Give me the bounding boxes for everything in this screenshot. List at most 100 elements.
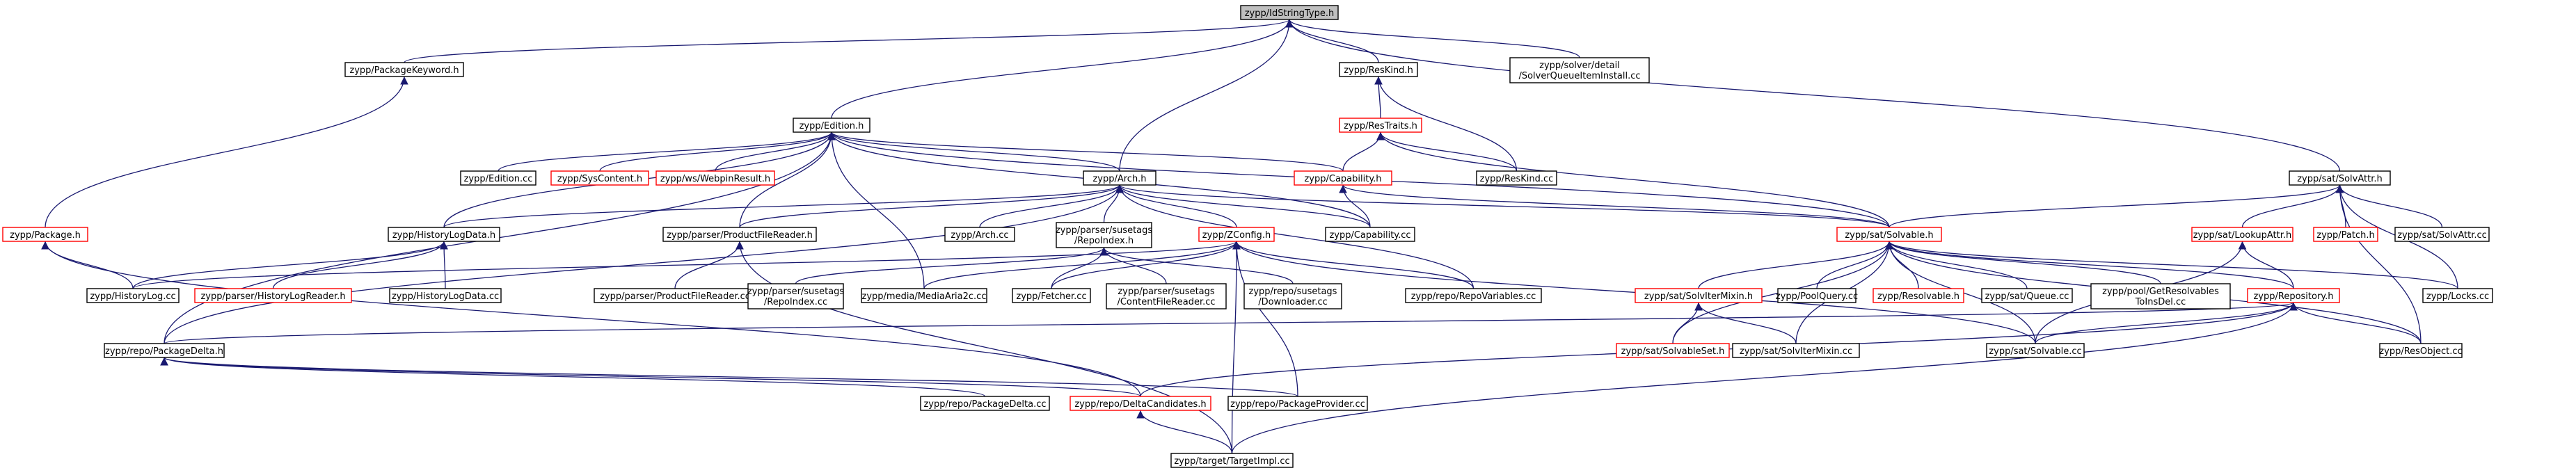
node-solvableset[interactable]: zypp/sat/SolvableSet.h: [1616, 343, 1730, 358]
node-zconfig[interactable]: zypp/ZConfig.h: [1198, 227, 1275, 242]
node-repoindexcc[interactable]: zypp/parser/susetags/RepoIndex.cc: [747, 283, 845, 309]
node-resobjectcc[interactable]: zypp/ResObject.cc: [2379, 343, 2463, 358]
node-label: zypp/ResTraits.h: [1344, 121, 1417, 131]
node-historylogreader[interactable]: zypp/parser/HistoryLogReader.h: [194, 288, 352, 303]
node-label: zypp/sat/SolvAttr.h: [2297, 174, 2383, 184]
node-capability[interactable]: zypp/Capability.h: [1294, 170, 1392, 186]
node-solvablecc[interactable]: zypp/sat/Solvable.cc: [1986, 343, 2085, 358]
node-historylogcc[interactable]: zypp/HistoryLog.cc: [86, 288, 180, 303]
edge-solvattr-to-resobjectcc: [2335, 184, 2422, 344]
edge-package-to-historylogcc: [41, 241, 134, 289]
node-label: zypp/ws/WebpinResult.h: [660, 174, 770, 184]
edge-zconfig-to-fetchercc: [1051, 241, 1241, 289]
node-deltacandidates[interactable]: zypp/repo/DeltaCandidates.h: [1070, 396, 1211, 411]
node-label: zypp/media/MediaAria2c.cc: [862, 291, 987, 302]
node-label: zypp/sat/SolvAttr.cc: [2397, 230, 2487, 241]
node-queuecc[interactable]: zypp/sat/Queue.cc: [1981, 288, 2073, 303]
node-label: zypp/sat/LookupAttr.h: [2193, 230, 2292, 241]
node-package[interactable]: zypp/Package.h: [2, 227, 88, 242]
node-historylogdata[interactable]: zypp/HistoryLogData.h: [388, 227, 500, 242]
node-capabilitycc[interactable]: zypp/Capability.cc: [1325, 227, 1415, 242]
node-solvitermixincc[interactable]: zypp/sat/SolvIterMixin.cc: [1732, 343, 1860, 358]
node-box: [388, 227, 500, 242]
edge-repository-to-packagedelta: [164, 302, 2297, 344]
node-reskindcc[interactable]: zypp/ResKind.cc: [1476, 170, 1557, 186]
node-solvattrcc[interactable]: zypp/sat/SolvAttr.cc: [2394, 227, 2490, 242]
node-targetimpl[interactable]: zypp/target/TargetImpl.cc: [1170, 453, 1294, 468]
node-box: [2289, 170, 2391, 186]
node-productfilereadercc[interactable]: zypp/parser/ProductFileReader.cc: [594, 288, 756, 303]
node-label: zypp/repo/RepoVariables.cc: [1411, 291, 1536, 302]
node-reskind[interactable]: zypp/ResKind.h: [1339, 62, 1418, 77]
edge-edition-to-syscontent: [599, 131, 836, 172]
node-label: zypp/parser/HistoryLogReader.h: [200, 291, 345, 302]
node-historylogdatacc[interactable]: zypp/HistoryLogData.cc: [389, 288, 502, 303]
node-solvitermixin[interactable]: zypp/sat/SolvIterMixin.h: [1635, 288, 1763, 303]
node-box: [1012, 288, 1091, 303]
node-editioncc[interactable]: zypp/Edition.cc: [460, 170, 536, 186]
node-box: [1339, 118, 1422, 133]
node-box: [1981, 288, 2073, 303]
node-lookupattr[interactable]: zypp/sat/LookupAttr.h: [2191, 227, 2293, 242]
node-label: zypp/ResKind.h: [1344, 65, 1413, 76]
edge-productfilereader-to-targetimpl: [736, 241, 1233, 454]
node-label: zypp/repo/PackageDelta.h: [105, 346, 223, 357]
node-box: [460, 170, 536, 186]
edge-packagedelta-to-packageprovider: [160, 357, 1298, 397]
node-label: zypp/IdStringType.h: [1245, 8, 1335, 19]
node-resolvable[interactable]: zypp/Resolvable.h: [1873, 288, 1964, 303]
node-productfilereader[interactable]: zypp/parser/ProductFileReader.h: [662, 227, 817, 242]
node-lockscc[interactable]: zypp/Locks.cc: [2422, 288, 2493, 303]
node-solverqueue[interactable]: zypp/solver/detail/SolverQueueItemInstal…: [1509, 57, 1650, 83]
node-arch[interactable]: zypp/Arch.h: [1083, 170, 1156, 186]
node-mediaaria2c[interactable]: zypp/media/MediaAria2c.cc: [861, 288, 987, 303]
edge-deltacandidates-to-targetimpl: [1136, 410, 1233, 454]
edge-packagedelta-to-deltacandidates: [160, 357, 1141, 397]
node-poolquery[interactable]: zypp/PoolQuery.cc: [1776, 288, 1858, 303]
edge-edition-to-editioncc: [498, 131, 836, 172]
node-label: zypp/parser/susetags/ContentFileReader.c…: [1117, 287, 1215, 307]
node-packagedeltacc[interactable]: zypp/repo/PackageDelta.cc: [920, 396, 1050, 411]
node-solvattr[interactable]: zypp/sat/SolvAttr.h: [2289, 170, 2391, 186]
edge-repository-to-targetimpl: [1231, 302, 2298, 454]
edge-zconfig-to-packageprovider: [1232, 241, 1298, 397]
node-label: zypp/Edition.cc: [464, 174, 533, 184]
node-edition[interactable]: zypp/Edition.h: [793, 118, 870, 133]
edge-idstringtype-to-packagekeyword: [404, 19, 1294, 63]
node-solvable[interactable]: zypp/sat/Solvable.h: [1836, 227, 1942, 242]
node-patch[interactable]: zypp/Patch.h: [2313, 227, 2378, 242]
edge-repository-to-solvablecc: [2035, 302, 2298, 344]
edge-arch-to-historylogdata: [443, 184, 1124, 228]
node-box: [2191, 227, 2293, 242]
edge-packagekeyword-to-package: [45, 76, 408, 228]
node-packageprovider[interactable]: zypp/repo/PackageProvider.cc: [1227, 396, 1368, 411]
edge-idstringtype-to-edition: [831, 19, 1294, 119]
node-repository[interactable]: zypp/Repository.h: [2247, 288, 2340, 303]
edge-zconfig-to-historylogcc: [132, 241, 1241, 289]
node-restraits[interactable]: zypp/ResTraits.h: [1339, 118, 1422, 133]
node-repoindexh[interactable]: zypp/parser/susetags/RepoIndex.h: [1056, 222, 1153, 248]
edge-idstringtype-to-solvattr: [1285, 19, 2341, 172]
edge-arch-to-zconfig: [1115, 184, 1237, 228]
edge-repoindexh-to-downloadercc: [1099, 247, 1294, 284]
node-fetchercc[interactable]: zypp/Fetcher.cc: [1012, 288, 1091, 303]
node-packagekeyword[interactable]: zypp/PackageKeyword.h: [344, 62, 464, 77]
edge-arch-to-repovariables: [1115, 184, 1474, 289]
edge-zconfig-to-targetimpl: [1231, 241, 1241, 454]
node-label: zypp/Arch.cc: [951, 230, 1008, 241]
node-repovariables[interactable]: zypp/repo/RepoVariables.cc: [1405, 288, 1542, 303]
node-label: zypp/sat/SolvIterMixin.h: [1644, 291, 1753, 302]
node-packagedelta[interactable]: zypp/repo/PackageDelta.h: [104, 343, 225, 358]
edge-solvable-to-repository: [1885, 241, 2294, 289]
node-webpin[interactable]: zypp/ws/WebpinResult.h: [655, 170, 775, 186]
node-box: [194, 288, 352, 303]
edge-solvattr-to-solvattrcc: [2335, 184, 2443, 228]
node-archcc[interactable]: zypp/Arch.cc: [944, 227, 1015, 242]
node-syscontent[interactable]: zypp/SysContent.h: [550, 170, 649, 186]
node-downloadercc[interactable]: zypp/repo/susetags/Downloader.cc: [1243, 283, 1342, 309]
node-box: [1405, 288, 1542, 303]
node-contentfilereader[interactable]: zypp/parser/susetags/ContentFileReader.c…: [1106, 283, 1227, 309]
edge-zconfig-to-mediaaria2c: [923, 241, 1241, 289]
